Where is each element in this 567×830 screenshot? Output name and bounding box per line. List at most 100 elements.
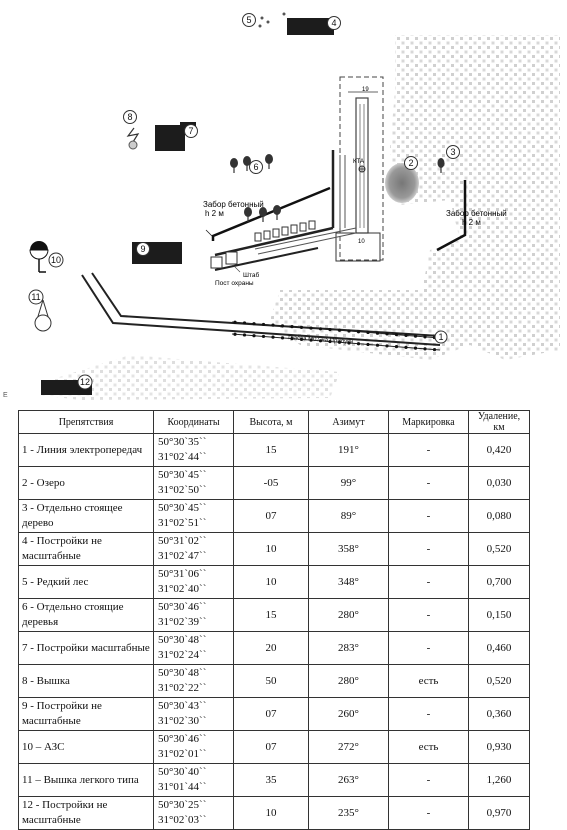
table-cell: 12 - Постройки не масштабные xyxy=(18,796,154,830)
obstacle-name: 12 - Постройки не масштабные xyxy=(22,799,108,826)
power-pole-mark xyxy=(347,341,351,345)
height-value: 10 xyxy=(265,807,277,819)
runway-zone: 19 10 КТА xyxy=(335,76,384,262)
lake xyxy=(385,163,419,203)
longitude: 31°02`39`` xyxy=(158,616,207,628)
height-value: 10 xyxy=(265,576,277,588)
power-pole-mark xyxy=(394,345,399,349)
sparse-forest-icon xyxy=(258,12,286,28)
longitude: 31°02`50`` xyxy=(158,484,207,496)
table-cell: 50 xyxy=(233,664,309,698)
power-pole-mark xyxy=(252,334,256,338)
power-pole-mark xyxy=(423,335,427,339)
marking-value: - xyxy=(426,543,431,555)
distance-value: 0,700 xyxy=(486,576,512,588)
table-cell: - xyxy=(388,631,469,665)
airfield-scheme: 19 10 КТА Забор бетонный h 2 м xyxy=(28,12,560,400)
col-obstacle: Препятствия xyxy=(18,410,154,434)
table-cell: 89° xyxy=(308,499,389,533)
table-cell: 2 - Озеро xyxy=(18,466,154,500)
power-pole-mark xyxy=(366,330,370,335)
table-cell: 0,520 xyxy=(468,532,530,566)
latitude: 50°30`45`` xyxy=(158,469,207,481)
azimuth-value: 358° xyxy=(338,543,359,555)
hq-buildings: Штаб Пост охраны xyxy=(210,251,259,287)
svg-text:3: 3 xyxy=(450,147,455,157)
height-value: -05 xyxy=(263,477,279,489)
marker-3: 3 xyxy=(446,145,460,159)
table-cell: 0,420 xyxy=(468,433,530,467)
obstacle-name: 11 – Вышка легкого типа xyxy=(22,773,139,786)
longitude: 31°02`47`` xyxy=(158,550,207,562)
table-cell: 10 – АЗС xyxy=(18,730,154,764)
table-cell: 15 xyxy=(233,598,309,632)
power-pole-mark xyxy=(299,325,304,329)
marker-11: 11 xyxy=(28,289,44,305)
distance-value: 0,930 xyxy=(486,741,512,753)
height-value: 35 xyxy=(265,774,277,786)
table-cell: 50°30`25``31°02`03`` xyxy=(153,796,234,830)
table-cell: 260° xyxy=(308,697,389,731)
marking-value: - xyxy=(426,609,431,621)
table-row: 3 - Отдельно стоящее дерево 50°30`45``31°… xyxy=(18,499,530,533)
height-value: 07 xyxy=(265,708,277,720)
table-cell: 50°30`48`` 31°02`22`` xyxy=(153,664,234,698)
table-cell: - xyxy=(388,466,469,500)
table-cell: 5 - Редкий лес xyxy=(18,565,154,599)
longitude: 31°02`24`` xyxy=(158,649,207,661)
power-pole-mark xyxy=(290,337,294,341)
latitude: 50°30`45`` xyxy=(158,502,207,514)
power-pole-mark xyxy=(385,332,389,336)
power-pole-mark xyxy=(280,324,285,328)
power-pole-mark xyxy=(366,342,370,347)
power-pole-mark xyxy=(413,334,418,338)
svg-text:7: 7 xyxy=(188,126,193,136)
table-cell: 50°30`45``31°02`51`` xyxy=(153,499,234,533)
table-cell: 07 xyxy=(233,499,309,533)
power-pole-mark xyxy=(356,330,361,334)
table-cell: 280° xyxy=(308,664,389,698)
marker-4: 4 xyxy=(327,16,341,30)
distance-value: 0,030 xyxy=(486,477,512,489)
table-cell: - xyxy=(388,796,469,830)
table-cell: 9 - Постройки не масштабные xyxy=(18,697,154,731)
obstacle-name: 9 - Постройки не масштабные xyxy=(22,700,102,727)
svg-text:6: 6 xyxy=(253,162,258,172)
aircraft-stands xyxy=(254,220,316,242)
power-pole-mark xyxy=(404,345,408,349)
obstacle-name: 10 – АЗС xyxy=(22,740,65,753)
latitude: 50°30`48`` xyxy=(158,667,207,679)
longitude: 31°02`40`` xyxy=(158,583,207,595)
power-pole-mark xyxy=(242,333,247,337)
table-cell: 0,700 xyxy=(468,565,530,599)
svg-text:4: 4 xyxy=(331,18,336,28)
power-pole-mark xyxy=(432,347,437,352)
obstacle-name: 2 - Озеро xyxy=(22,476,65,489)
table-cell: 0,930 xyxy=(468,730,530,764)
kta-label: КТА xyxy=(353,159,364,165)
latitude: 50°30`48`` xyxy=(158,634,207,646)
height-value: 15 xyxy=(265,609,277,621)
tower-8-icon xyxy=(126,127,140,150)
longitude: 31°02`44`` xyxy=(158,451,207,463)
longitude: 31°02`22`` xyxy=(158,682,207,694)
azimuth-value: 263° xyxy=(338,774,359,786)
power-pole-mark xyxy=(261,322,266,327)
azimuth-value: 283° xyxy=(338,642,359,654)
svg-text:12: 12 xyxy=(80,377,90,387)
table-header-row: Препятствия Координаты Высота, м Азимут … xyxy=(18,410,530,434)
obstacle-name: 3 - Отдельно стоящее дерево xyxy=(22,502,123,529)
table-cell: 15 xyxy=(233,433,309,467)
azimuth-value: 235° xyxy=(338,807,359,819)
marking-value: - xyxy=(426,510,431,522)
table-cell: - xyxy=(388,763,469,797)
table-cell: 50°30`45`` 31°02`50`` xyxy=(153,466,234,500)
distance-value: 0,970 xyxy=(486,807,512,819)
